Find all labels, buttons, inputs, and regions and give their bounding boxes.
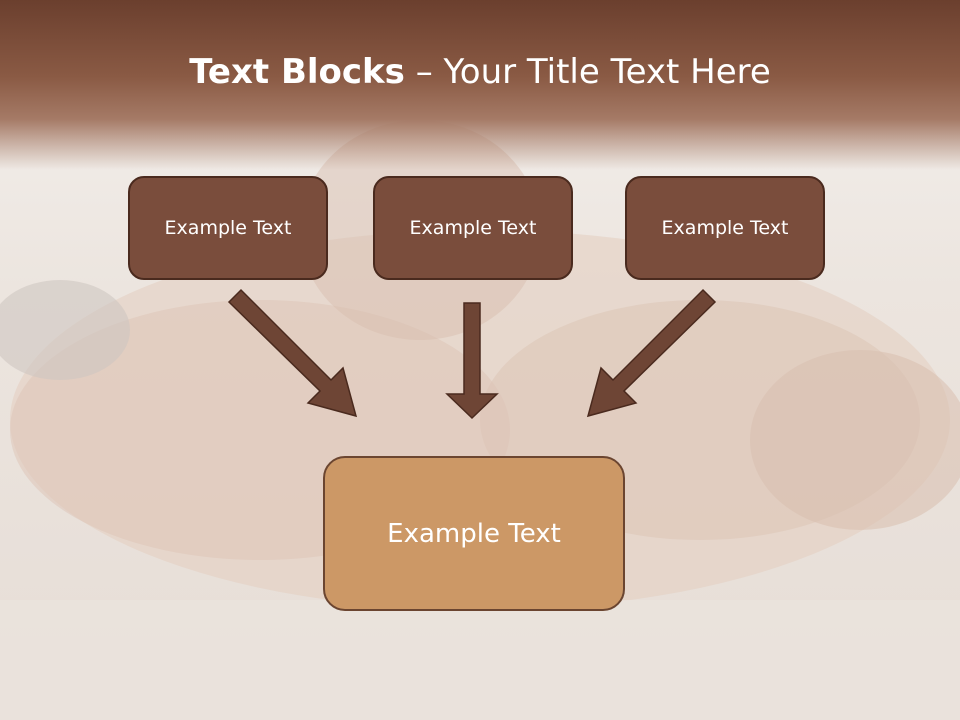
text-block-right[interactable]: Example Text [625,176,825,280]
title-bold: Text Blocks [189,52,405,92]
text-block-left-label: Example Text [164,217,292,239]
title-band [0,0,960,170]
title-dash: – [404,52,444,92]
text-block-target-label: Example Text [387,518,561,549]
text-block-left[interactable]: Example Text [128,176,328,280]
title-rest: Your Title Text Here [443,52,771,92]
text-block-target[interactable]: Example Text [323,456,625,611]
slide-title: Text Blocks – Your Title Text Here [0,52,960,92]
text-block-right-label: Example Text [661,217,789,239]
text-block-center-label: Example Text [409,217,537,239]
text-block-center[interactable]: Example Text [373,176,573,280]
